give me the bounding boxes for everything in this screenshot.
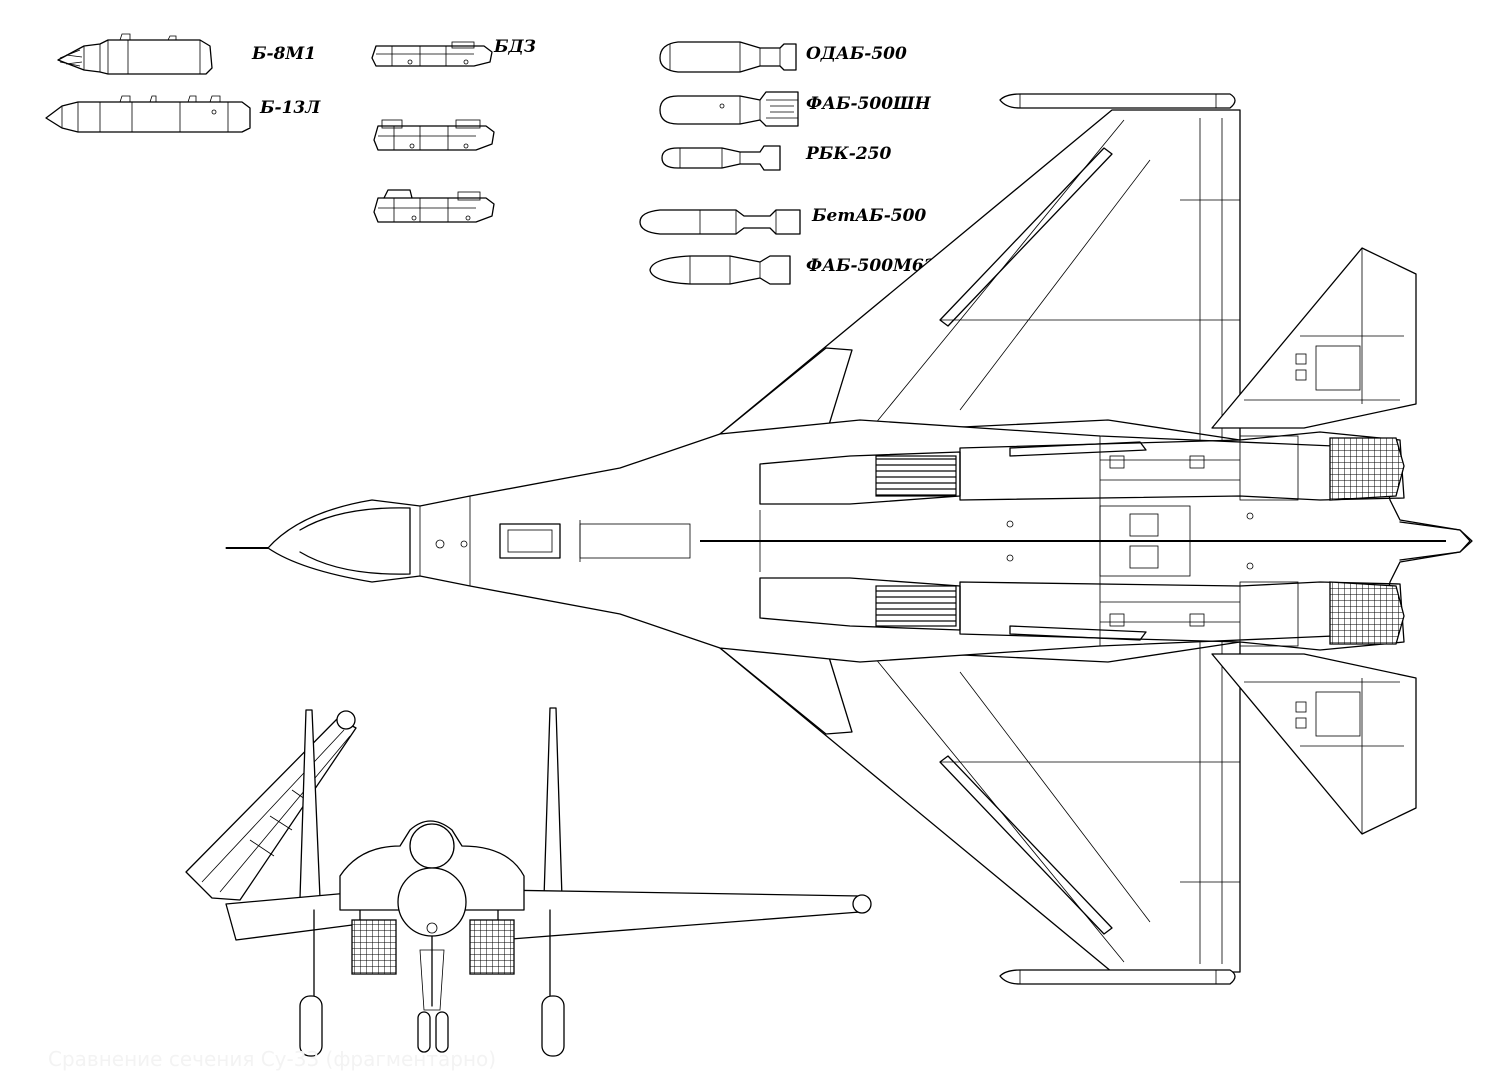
left-intake-front (351, 919, 397, 975)
lower-nacelle (959, 581, 1405, 651)
lower-belly-pylon (1009, 625, 1147, 641)
upper-belly-pylon (1009, 441, 1147, 457)
upper-wingtip-rail (999, 93, 1236, 109)
upper-nacelle (959, 431, 1405, 501)
upper-intake-grill (875, 455, 957, 497)
faded-caption: Сравнение сечения Су-33 (фрагментарно) (48, 1047, 496, 1071)
label-b8m1: Б-8М1 (251, 44, 316, 64)
folded-wing (185, 717, 357, 901)
bomb-betab500 (639, 209, 801, 235)
canopy (409, 823, 455, 869)
right-fin (543, 707, 563, 899)
pod-b13l (45, 95, 251, 133)
lower-stabilizer (1211, 653, 1417, 835)
bomb-rbk250 (661, 145, 781, 171)
nose-gear-bay (499, 523, 561, 559)
lower-flap-rail (939, 755, 1113, 935)
pod-b8m1 (57, 33, 213, 75)
nose-wheel-left (417, 1011, 431, 1053)
radome (299, 507, 411, 575)
right-wingtip-rail (852, 894, 872, 914)
label-betab500: БетАБ-500 (811, 206, 926, 226)
lower-nozzle (1329, 581, 1405, 645)
bomb-odab500 (659, 41, 797, 73)
label-b13l: Б-13Л (259, 98, 321, 118)
label-bdz: БДЗ (493, 37, 536, 57)
label-fab500shn: ФАБ-500ШН (806, 94, 932, 114)
pylon-bdz-1 (371, 41, 493, 67)
lower-intake-grill (875, 585, 957, 627)
right-intake-front (469, 919, 515, 975)
label-rbk250: РБК-250 (805, 144, 891, 164)
upper-nozzle (1329, 437, 1405, 501)
upper-stabilizer (1211, 247, 1417, 429)
left-fin (299, 709, 321, 899)
label-fab500m62: ФАБ-500М62 (806, 256, 936, 276)
aircraft-front-view (185, 707, 872, 1057)
right-main-wheel (541, 995, 565, 1057)
tail-sting (1399, 521, 1473, 561)
bomb-fab500m62 (649, 255, 791, 285)
lower-wingtip-rail (999, 969, 1236, 985)
nose-wheel-right (435, 1011, 449, 1053)
left-main-wheel (299, 995, 323, 1057)
folded-wingtip-rail (336, 710, 356, 730)
pylon-bdz-3 (373, 189, 495, 223)
aircraft-plan-view (225, 93, 1473, 985)
bomb-fab500shn (659, 91, 799, 127)
pylon-bdz-2 (373, 119, 495, 151)
front-radome (397, 867, 467, 937)
right-wing (497, 889, 861, 941)
upper-flap-rail (939, 147, 1113, 327)
label-odab500: ОДАБ-500 (806, 44, 907, 64)
